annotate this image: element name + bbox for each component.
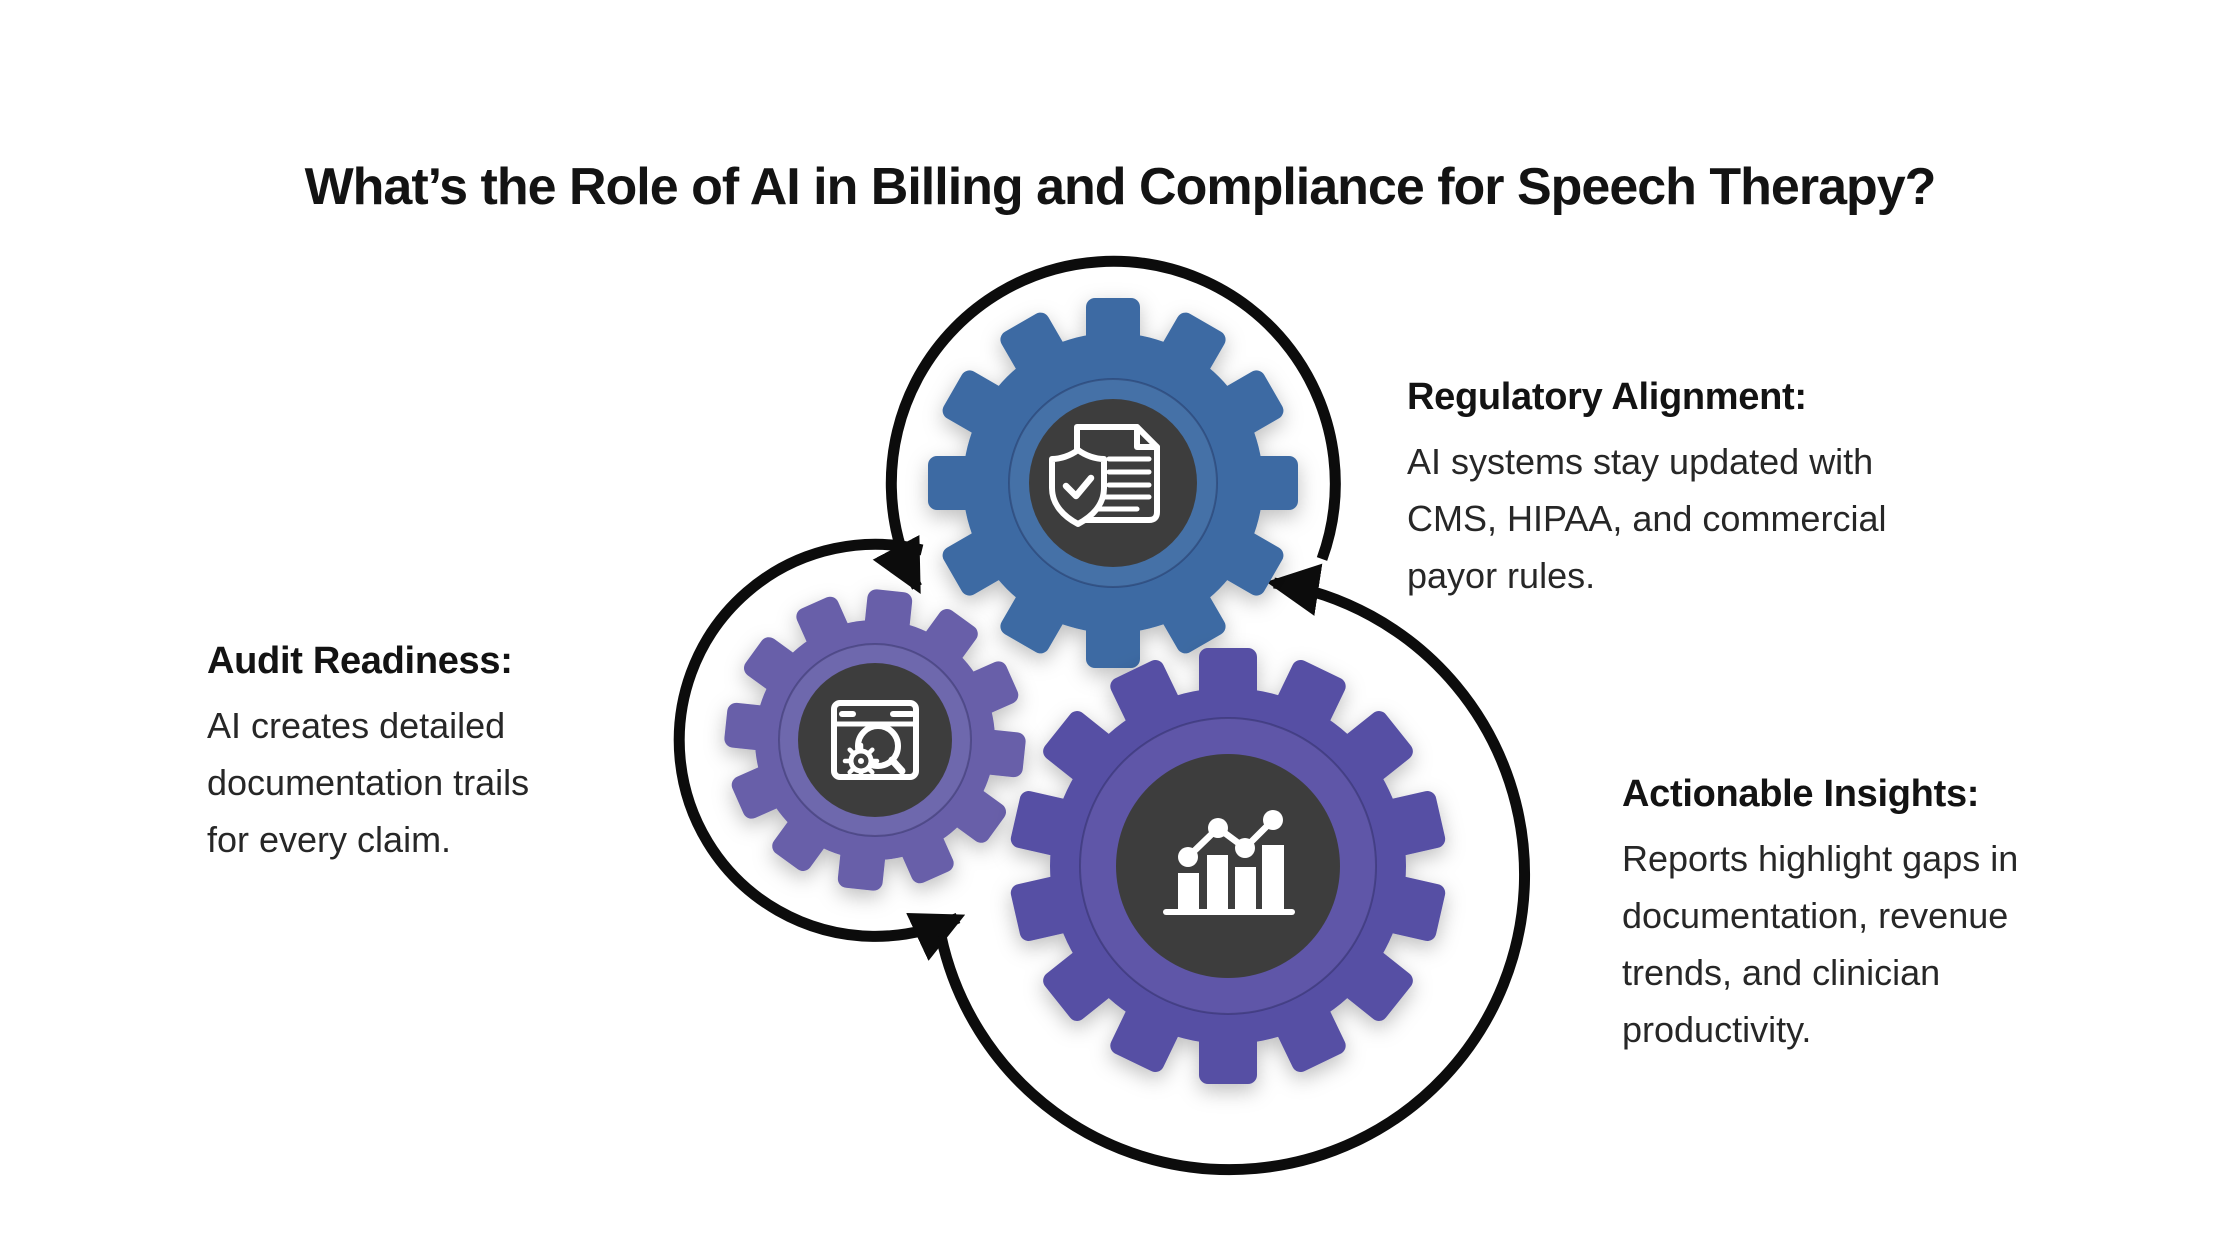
page-title: What’s the Role of AI in Billing and Com…: [304, 157, 1937, 216]
chart-bars: [1178, 845, 1284, 909]
gears-layer: [724, 298, 1446, 1084]
shield-checkmark: [1062, 474, 1095, 500]
browser-window-outline: [831, 700, 919, 780]
trend-line: [1184, 816, 1277, 861]
rotation-arrow-big-gear: [935, 563, 1531, 1176]
shield-document-icon: [1049, 424, 1160, 527]
rotation-arrow-left-gear: [673, 538, 966, 961]
audit-browser-search-icon: [831, 700, 919, 780]
rotation-arrows: [673, 255, 1531, 1176]
shield-outline: [1049, 447, 1107, 527]
audit-readiness-heading: Audit Readiness:: [207, 640, 513, 682]
document-fold-corner: [1134, 424, 1160, 450]
actionable-insights-heading: Actionable Insights:: [1622, 773, 1980, 815]
audit-readiness-body: AI creates detailed documentation trails…: [207, 705, 530, 860]
annotation-audit-readiness: Audit Readiness: AI creates detailed doc…: [207, 640, 677, 868]
annotation-actionable-insights: Actionable Insights: Reports highlight g…: [1622, 773, 2142, 1058]
annotation-regulatory-alignment: Regulatory Alignment: AI systems stay up…: [1407, 376, 1967, 604]
analytics-chart-icon: [1163, 810, 1295, 915]
regulatory-alignment-body: AI systems stay updated with CMS, HIPAA,…: [1407, 441, 1887, 596]
gear-left: [724, 589, 1026, 891]
magnifier-handle: [888, 756, 906, 775]
trend-points: [1178, 810, 1283, 867]
magnifier-lens: [855, 723, 901, 769]
mini-gear-icon: [842, 742, 880, 780]
actionable-insights-body: Reports highlight gaps in documentation,…: [1622, 838, 2019, 1050]
rotation-arrow-top-gear: [872, 255, 1341, 595]
regulatory-alignment-heading: Regulatory Alignment:: [1407, 376, 1807, 418]
